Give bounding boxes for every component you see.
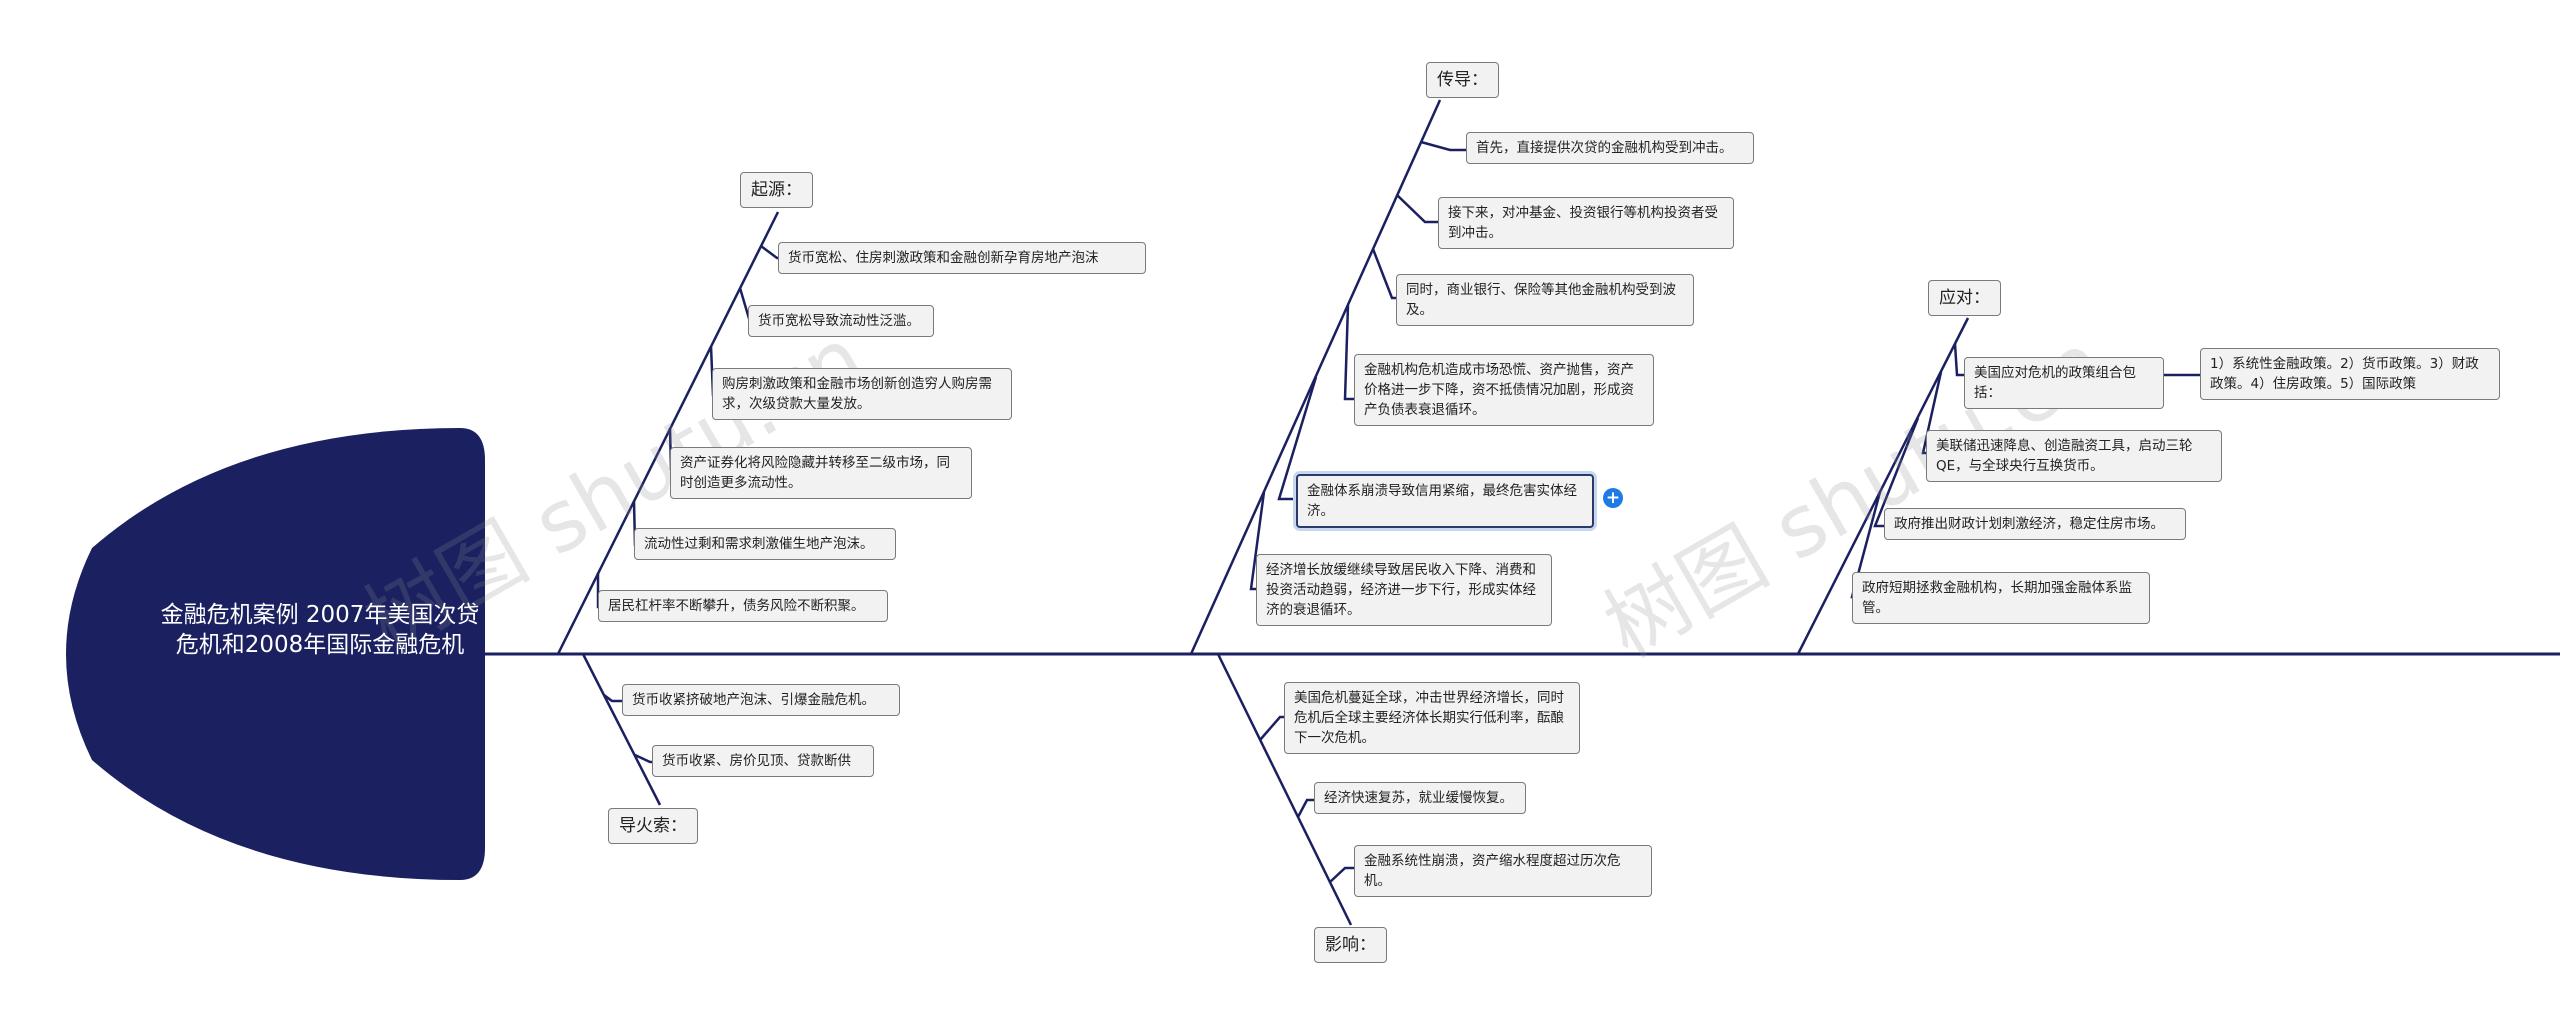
transmission-item-6[interactable]: 经济增长放缓继续导致居民收入下降、消费和投资活动趋弱，经济进一步下行，形成实体经… — [1256, 554, 1552, 626]
transmission-item-1[interactable]: 首先，直接提供次贷的金融机构受到冲击。 — [1466, 132, 1754, 164]
origin-item-5[interactable]: 流动性过剩和需求刺激催生地产泡沫。 — [634, 528, 896, 560]
category-impact[interactable]: 影响： — [1314, 927, 1387, 963]
origin-item-4[interactable]: 资产证券化将风险隐藏并转移至二级市场，同时创造更多流动性。 — [670, 447, 972, 499]
transmission-item-5[interactable]: 金融体系崩溃导致信用紧缩，最终危害实体经济。 — [1296, 474, 1594, 528]
impact-item-3[interactable]: 金融系统性崩溃，资产缩水程度超过历次危机。 — [1354, 845, 1652, 897]
response-item-3[interactable]: 政府推出财政计划刺激经济，稳定住房市场。 — [1884, 508, 2186, 540]
transmission-item-2[interactable]: 接下来，对冲基金、投资银行等机构投资者受到冲击。 — [1438, 197, 1734, 249]
transmission-item-3[interactable]: 同时，商业银行、保险等其他金融机构受到波及。 — [1396, 274, 1694, 326]
category-transmission[interactable]: 传导： — [1426, 62, 1499, 98]
impact-item-2[interactable]: 经济快速复苏，就业缓慢恢复。 — [1314, 782, 1526, 814]
impact-item-1[interactable]: 美国危机蔓延全球，冲击世界经济增长，同时危机后全球主要经济体长期实行低利率，酝酿… — [1284, 682, 1580, 754]
origin-item-6[interactable]: 居民杠杆率不断攀升，债务风险不断积聚。 — [598, 590, 888, 622]
response-subitem-1[interactable]: 1）系统性金融政策。2）货币政策。3）财政政策。4）住房政策。5）国际政策 — [2200, 348, 2500, 400]
response-item-4[interactable]: 政府短期拯救金融机构，长期加强金融体系监管。 — [1852, 572, 2150, 624]
category-origin[interactable]: 起源： — [740, 172, 813, 208]
fuse-item-2[interactable]: 货币收紧、房价见顶、贷款断供 — [652, 745, 874, 777]
origin-item-2[interactable]: 货币宽松导致流动性泛滥。 — [748, 305, 934, 337]
fuse-connectors — [581, 653, 662, 806]
plus-circle-icon[interactable]: + — [1603, 488, 1623, 508]
origin-item-1[interactable]: 货币宽松、住房刺激政策和金融创新孕育房地产泡沫 — [778, 242, 1146, 274]
origin-connectors — [556, 211, 790, 655]
response-item-2[interactable]: 美联储迅速降息、创造融资工具，启动三轮QE，与全球央行互换货币。 — [1926, 430, 2222, 482]
fish-head[interactable] — [66, 428, 485, 880]
response-item-1[interactable]: 美国应对危机的政策组合包括： — [1964, 357, 2164, 409]
fuse-item-1[interactable]: 货币收紧挤破地产泡沫、引爆金融危机。 — [622, 684, 900, 716]
origin-item-3[interactable]: 购房刺激政策和金融市场创新创造穷人购房需求，次级贷款大量发放。 — [712, 368, 1012, 420]
transmission-item-4[interactable]: 金融机构危机造成市场恐慌、资产抛售，资产价格进一步下降，资不抵债情况加剧，形成资… — [1354, 354, 1654, 426]
category-fuse[interactable]: 导火索： — [608, 808, 698, 844]
central-topic[interactable]: 金融危机案例 2007年美国次贷危机和2008年国际金融危机 — [160, 602, 480, 658]
category-response[interactable]: 应对： — [1928, 280, 2001, 316]
